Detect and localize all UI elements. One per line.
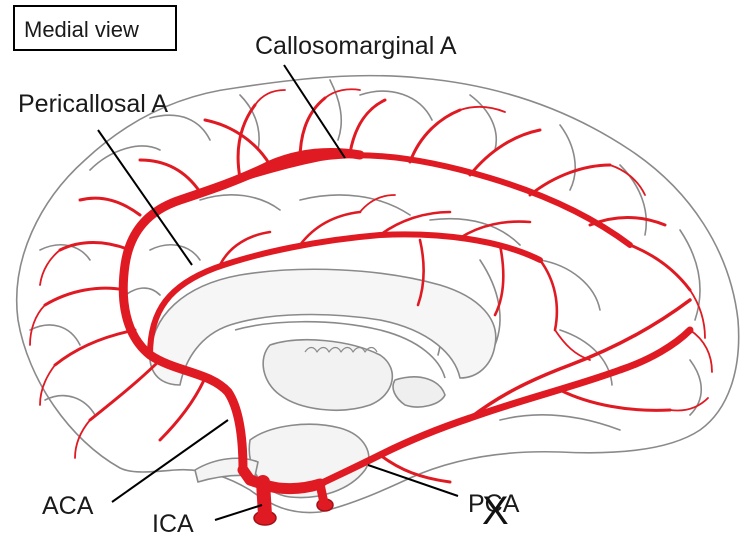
label-pericallosal: Pericallosal A [18,90,168,118]
leader-pericallosal [97,129,193,266]
arteries [29,88,713,526]
label-ica: ICA [152,510,194,538]
leader-ica [214,504,263,521]
pericallosal-branches [218,210,559,332]
leader-callosomarginal [283,64,346,159]
ica-descending [256,475,272,522]
gyrus-fold [359,90,433,121]
pca-branch [558,388,672,412]
pca-branch [468,298,692,420]
cerebellum-edge [392,376,446,408]
arterial-twigs [29,88,713,459]
label-pca: PCA [468,490,520,518]
label-callosomarginal: Callosomarginal A [255,32,457,60]
thalamus [262,339,394,411]
gyrus-fold [499,414,621,431]
gyrus-fold [619,164,647,236]
gyrus-fold [239,94,260,151]
gyrus-fold [149,114,211,141]
view-label: Medial view [24,17,139,42]
cortex-outline [16,74,740,514]
gyrus-fold [29,324,81,346]
pca-cross-mark: X [482,489,509,533]
frontal-branches [43,196,207,442]
pericallosal-artery [147,231,543,358]
gyrus-fold [329,79,343,141]
gyrus-fold [429,217,521,246]
pca-branch [378,453,452,484]
gyrus-fold [149,244,201,261]
gyrus-fold [469,94,497,151]
gyrus-fold [689,359,702,416]
choroid-plexus [304,346,378,353]
gyrus-fold [559,124,576,191]
view-label-frame [13,5,177,51]
gyrus-fold [539,259,601,311]
brain-outline [16,74,740,514]
fornix [234,320,446,379]
view-label-box: Medial view [13,5,177,51]
leader-lines [97,64,459,521]
leader-pca [367,464,459,497]
deep-structures [149,268,497,499]
gyrus-fold [679,229,701,321]
callosomarginal-artery [177,152,633,248]
corpus-callosum [149,268,497,386]
gyrus-fold [559,329,613,386]
gyrus-fold [89,145,161,171]
gyrus-fold [299,194,411,216]
pca-artery [316,326,694,488]
gyrus-fold [44,394,96,416]
pca-descending [315,479,329,508]
gyrus-fold [199,194,281,211]
label-aca: ACA [42,492,94,520]
leader-aca [111,419,229,503]
callosomarginal-branches [138,96,692,292]
